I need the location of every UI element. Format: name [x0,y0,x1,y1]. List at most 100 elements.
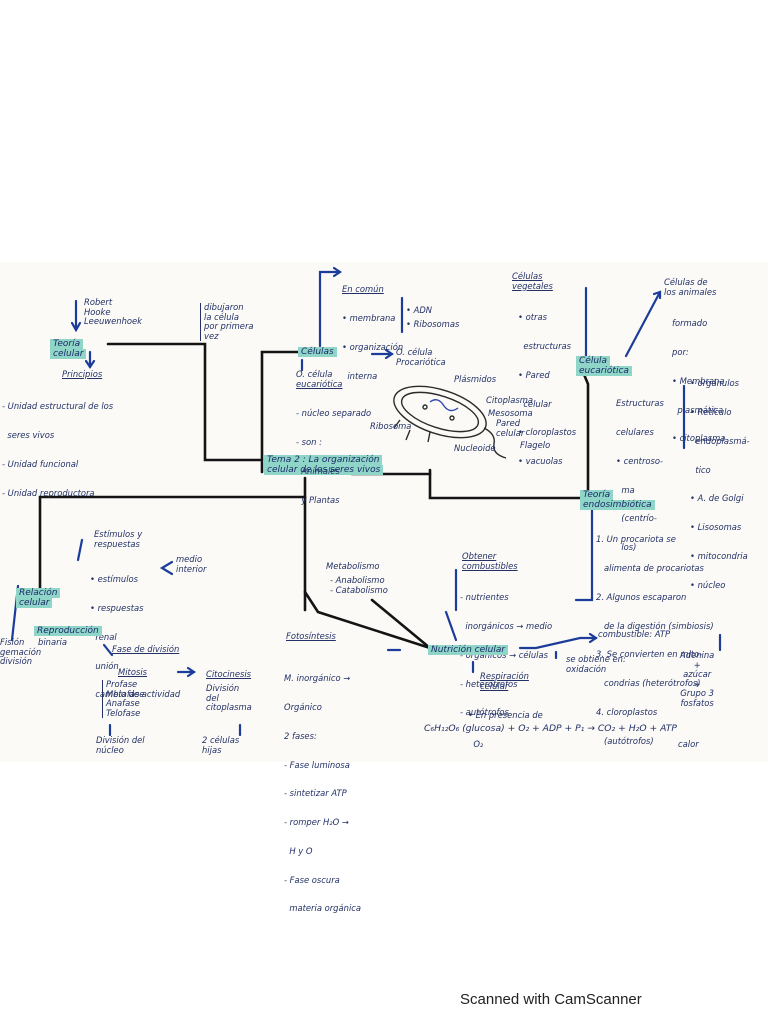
title-block: Tema 2 : La organización celular de los … [264,455,384,475]
fision-binaria: binaria [38,637,67,648]
combustible-item: - heterótrofos [460,678,518,689]
label-line: 2 células [202,735,240,745]
teoria-celular-label: Teoría celular [50,339,87,359]
label-flagelo: Flagelo [520,440,551,450]
scientist-leeuwenhoek: Leeuwenhoek [84,316,143,327]
label-line: vegetales [512,280,553,291]
vegetal-item: estructuras [518,340,572,351]
respiration-equation: C₆H₁₂O₆ (glucosa) + O₂ + ADP + P₁ → CO₂ … [424,723,677,734]
organulos-list: • orgánulos • Retículo endoplasmá- tico … [690,360,750,600]
endosimbiotica-items: 1. Un procariota se alimenta de procario… [596,516,714,756]
animal-item: • Membrana [672,375,725,386]
relacion-item: • estímulos [90,574,139,585]
atp-part: + [693,678,701,689]
fase-item: Profase [106,679,138,689]
metabolismo-items: - Anabolismo - Catabolismo [330,575,388,595]
fases-mitosis: Profase Metafase Anafase Telofase [102,679,145,719]
fase-item: Telofase [106,707,141,718]
animales-items: formado por: • Membrana plasmática • cit… [672,300,725,454]
estructura-item: Estructuras [616,398,664,409]
label-ribosoma: Ribosoma [370,421,412,431]
label-nucleoide: Nucleoide [454,443,496,453]
title-line-1: Tema 2 : La organización [264,455,383,465]
vegetal-item: celular [518,398,552,409]
prokaryote-sketch [393,385,507,459]
vegetal-item: • vacuolas [518,456,563,467]
label-line: Obtener [462,551,497,561]
fase-item: Metafase [106,688,145,699]
principio-item: - Unidad estructural de los [2,401,114,412]
scientist-hooke: Hooke [84,306,111,317]
fotosintesis-items: M. inorgánico → Orgánico 2 fases: - Fase… [284,655,361,924]
label-line: O. célula [396,347,433,357]
label-line: eucariótica [576,366,632,376]
label-mesosoma: Mesosoma [488,408,533,418]
principios-list: - Unidad estructural de los seres vivos … [2,383,113,508]
division-nucleo: División del núcleo [96,735,145,755]
label-line: Células [512,271,543,281]
estimulos-heading: Estímulos y respuestas [94,529,142,549]
label-line: Célula [576,356,611,366]
endosimbiotica-item: 2. Algunos escaparon [596,591,687,602]
celulas-label: Células [298,347,337,357]
vegetal-item: • Pared [518,369,550,380]
en-comun-list: En común • membrana • organización inter… [342,266,403,391]
label-line: Respiración [480,671,529,681]
estructura-item: celulares [616,426,654,437]
label-line: se obtiene en: [566,654,626,664]
euca-item: y Plantas [296,494,340,505]
fotosintesis-item: - romper H₂O → [284,817,349,828]
label-line: O. célula [296,369,333,379]
celula-eucariotica-label: Célula eucariótica [576,356,632,376]
label-text: Reproducción [34,626,102,636]
fase-division: Fase de división [112,644,180,654]
label-text: Células [298,347,337,357]
label-line: División del [96,735,145,745]
scientist-robert: Robert [84,297,113,307]
label-line: combustibles [462,560,518,571]
estructura-item: (centrío- [616,513,657,524]
label-line: Teoría [580,490,614,500]
organulo-item: • Lisosomas [690,522,742,533]
respiracion-item: O₂ [468,738,484,749]
animal-item: • citoplasma [672,433,726,444]
en-comun-heading: En común [342,284,384,295]
euca-item: - núcleo separado [296,408,372,419]
metabolismo-item: - Catabolismo [330,584,388,595]
en-comun-item: interna [342,370,378,381]
organulo-item: • A. de Golgi [690,493,744,504]
mitosis-heading: Mitosis [118,667,148,677]
label-line: división [0,656,33,667]
en-comun-item: • ADN [406,305,433,315]
label-line: Pared [496,418,521,428]
vegetales-heading: Células vegetales [512,271,553,291]
animal-item: plasmática [672,404,724,415]
division-citoplasma: División del citoplasma [206,683,252,713]
vegetal-item: • otras [518,312,547,323]
animal-item: por: [672,346,689,357]
label-line: interior [176,563,207,574]
dibujaron-line: la célula [204,311,239,322]
label-line: los animales [664,286,717,297]
organulo-item: tico [690,464,711,475]
label-line: respuestas [94,538,140,549]
atp-part: Adenina [680,650,715,660]
label-citoplasma: Citoplasma [486,395,534,405]
estructura-item: • centroso- [616,455,664,466]
label-line: endosimbiótica [580,500,655,510]
scientist-list: Robert Hooke Leeuwenhoek [84,297,143,327]
label-line: celular [480,680,509,691]
estructuras-celulares: Estructuras celulares • centroso- ma (ce… [616,380,664,562]
citocinesis-heading: Citocinesis [206,669,252,679]
principio-item: - Unidad funcional [2,458,79,469]
label-line: del [206,692,219,703]
label-line: gemación [0,646,42,657]
euca-item: - son : [296,436,322,447]
atp-part: azúcar [683,669,712,680]
atp-part: Grupo 3 [680,688,714,699]
reproduccion-label: Reproducción [34,626,102,636]
fotosintesis-item: - sintetizar ATP [284,788,347,799]
endosimbiotica-item: 1. Un procariota se [596,534,676,545]
label-line: División [206,683,240,693]
label-line: Células de [664,277,708,287]
